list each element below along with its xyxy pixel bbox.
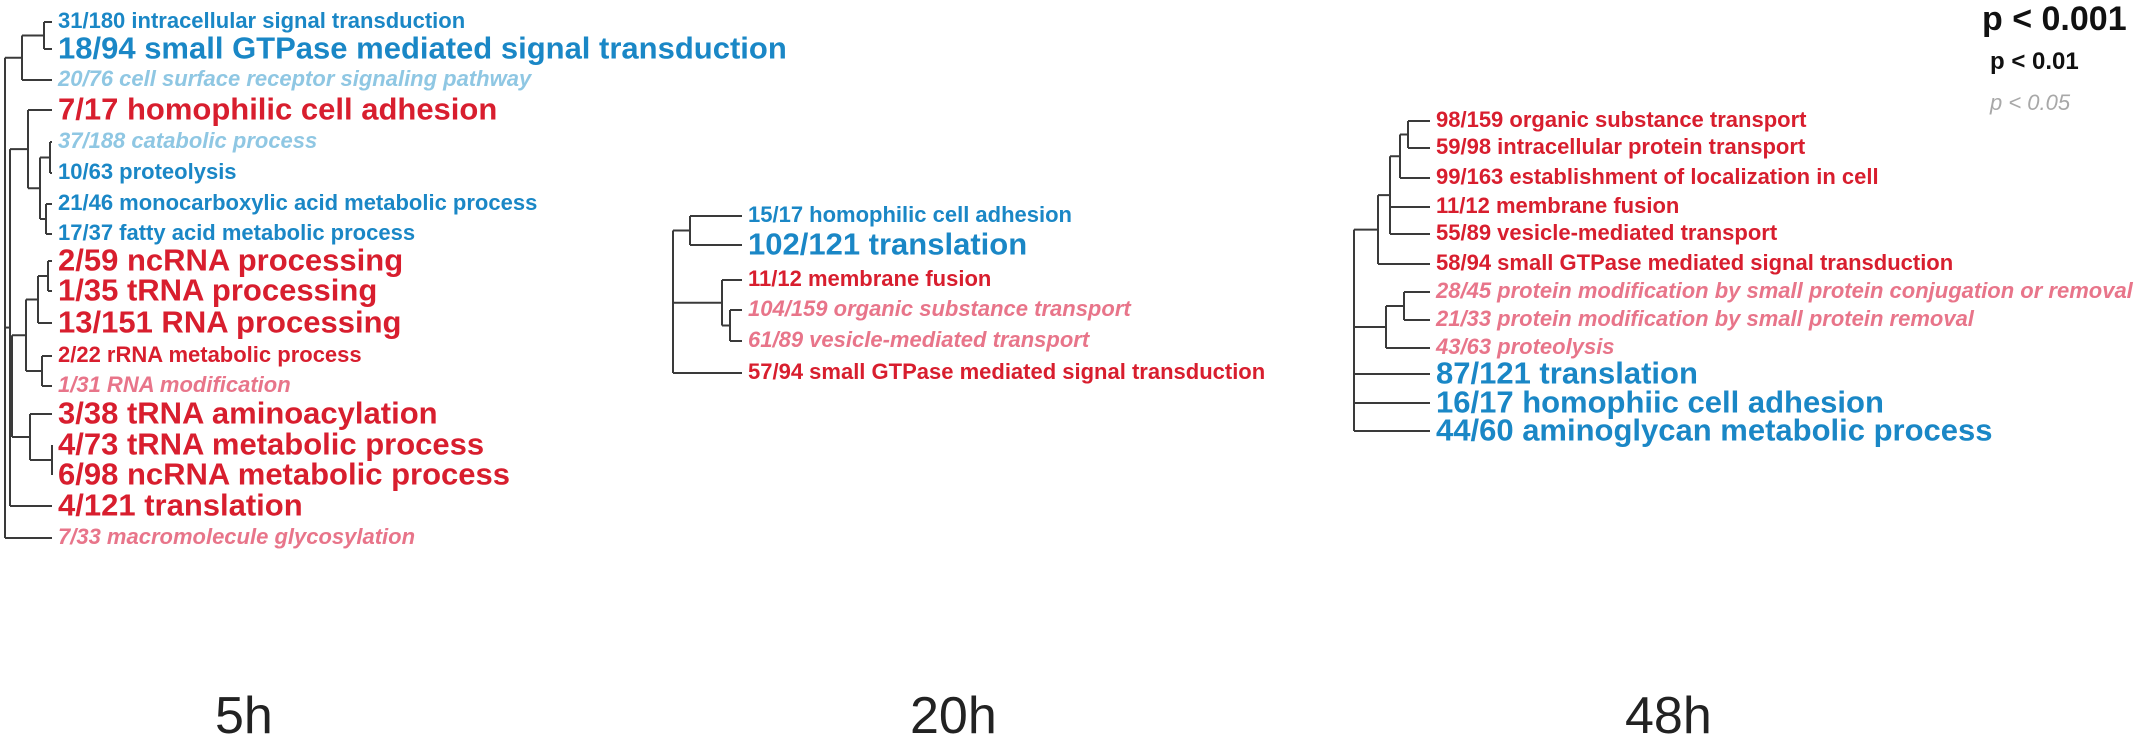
term-label: 57/94 small GTPase mediated signal trans… xyxy=(748,359,1266,384)
term-label: 1/31 RNA modification xyxy=(58,372,291,397)
term-label: 102/121 translation xyxy=(748,226,1028,262)
term-label: 37/188 catabolic process xyxy=(58,128,318,153)
term-label: 61/89 vesicle-mediated transport xyxy=(748,327,1090,352)
term-label: 99/163 establishment of localization in … xyxy=(1436,164,1879,189)
term-label: 11/12 membrane fusion xyxy=(748,266,992,291)
term-label: 55/89 vesicle-mediated transport xyxy=(1436,220,1778,245)
term-label: 10/63 proteolysis xyxy=(58,159,237,184)
term-label: 28/45 protein modification by small prot… xyxy=(1436,278,2133,303)
term-label: 2/22 rRNA metabolic process xyxy=(58,342,362,367)
term-label: 15/17 homophilic cell adhesion xyxy=(748,202,1072,227)
panel-label-5h: 5h xyxy=(215,687,273,745)
term-label: 21/46 monocarboxylic acid metabolic proc… xyxy=(58,190,538,215)
panel-label-20h: 20h xyxy=(910,687,997,745)
term-label: 11/12 membrane fusion xyxy=(1436,193,1680,218)
term-label: 4/121 translation xyxy=(58,487,303,523)
term-label: 2/59 ncRNA processing xyxy=(58,242,404,278)
term-label: 21/33 protein modification by small prot… xyxy=(1436,306,1974,331)
term-label: 6/98 ncRNA metabolic process xyxy=(58,456,510,492)
term-label: 58/94 small GTPase mediated signal trans… xyxy=(1436,250,1954,275)
term-label: 98/159 organic substance transport xyxy=(1436,107,1807,132)
term-label: 18/94 small GTPase mediated signal trans… xyxy=(58,30,787,66)
legend-p05: p < 0.05 xyxy=(1990,90,2071,115)
term-label: 43/63 proteolysis xyxy=(1436,334,1615,359)
term-label: 13/151 RNA processing xyxy=(58,304,402,340)
term-label: 4/73 tRNA metabolic process xyxy=(58,426,485,462)
term-label: 7/17 homophilic cell adhesion xyxy=(58,91,498,127)
term-label: 7/33 macromolecule glycosylation xyxy=(58,524,416,549)
term-label: 87/121 translation xyxy=(1436,355,1698,391)
term-label: 44/60 aminoglycan metabolic process xyxy=(1436,412,1993,448)
term-label: 59/98 intracellular protein transport xyxy=(1436,134,1806,159)
term-label: 16/17 homophiic cell adhesion xyxy=(1436,384,1884,420)
legend-p001: p < 0.001 xyxy=(1982,0,2127,38)
term-label: 20/76 cell surface receptor signaling pa… xyxy=(58,66,532,91)
term-label: 1/35 tRNA processing xyxy=(58,272,378,308)
panel-label-48h: 48h xyxy=(1625,687,1712,745)
term-label: 104/159 organic substance transport xyxy=(748,296,1131,321)
term-label: 17/37 fatty acid metabolic process xyxy=(58,220,416,245)
term-label: 3/38 tRNA aminoacylation xyxy=(58,395,438,431)
legend-p01: p < 0.01 xyxy=(1990,48,2079,75)
term-label: 31/180 intracellular signal transduction xyxy=(58,8,466,33)
